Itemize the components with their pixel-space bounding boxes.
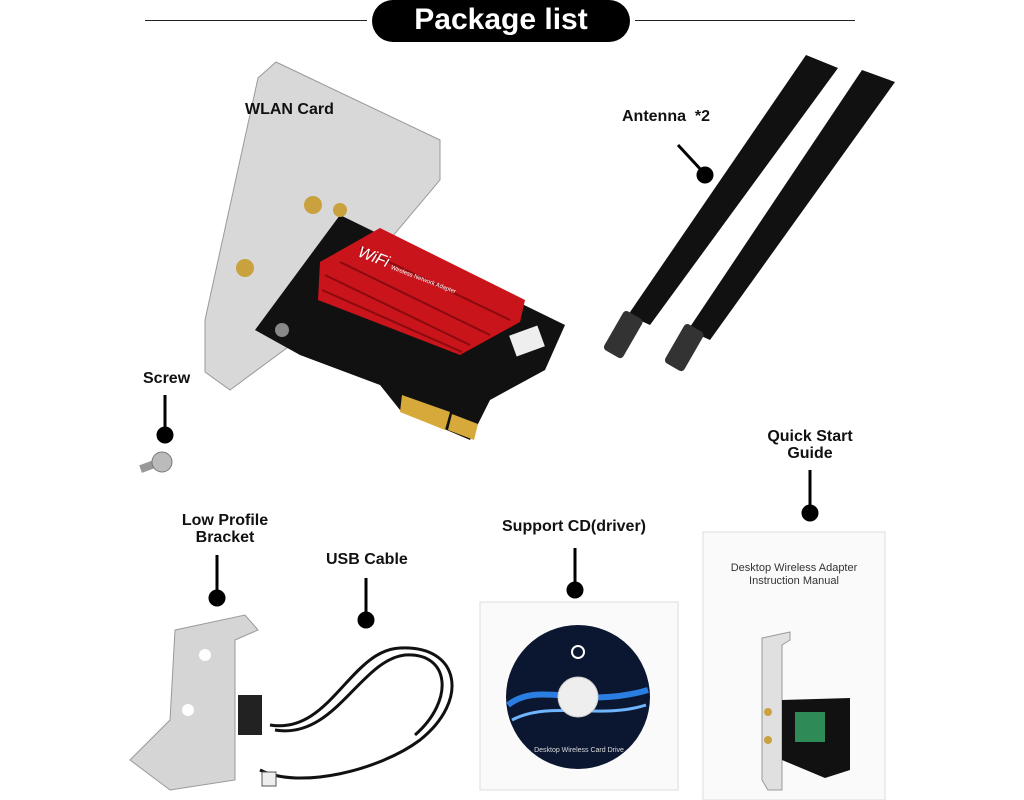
label-usb-cable: USB Cable xyxy=(326,551,408,568)
low-profile-bracket-image xyxy=(129,614,259,791)
label-screw: Screw xyxy=(143,370,191,387)
usb-cable-image xyxy=(238,646,454,787)
antenna-image xyxy=(603,55,895,372)
label-quick-start-guide: Quick Start Guide xyxy=(767,428,853,462)
support-cd-image xyxy=(479,601,679,791)
title-rule-left xyxy=(145,20,367,21)
quick-start-guide-image xyxy=(702,531,886,800)
label-wlan-card: WLAN Card xyxy=(245,101,334,118)
leader-lines xyxy=(156,135,819,629)
title-rule-right xyxy=(635,20,855,21)
manual-title: Desktop Wireless Adapter Instruction Man… xyxy=(703,562,885,588)
label-low-profile-bracket: Low Profile Bracket xyxy=(181,512,269,546)
page-title: Package list xyxy=(372,0,630,42)
cd-label: Desktop Wireless Card Drive xyxy=(534,747,624,754)
manual-title-line1: Desktop Wireless Adapter xyxy=(730,562,858,574)
screw-image xyxy=(139,451,173,473)
label-support-cd: Support CD(driver) xyxy=(502,518,646,535)
wlan-card-image xyxy=(204,61,565,440)
label-antenna: Antenna *2 xyxy=(622,108,711,125)
manual-title-line2: Instruction Manual xyxy=(749,575,839,587)
